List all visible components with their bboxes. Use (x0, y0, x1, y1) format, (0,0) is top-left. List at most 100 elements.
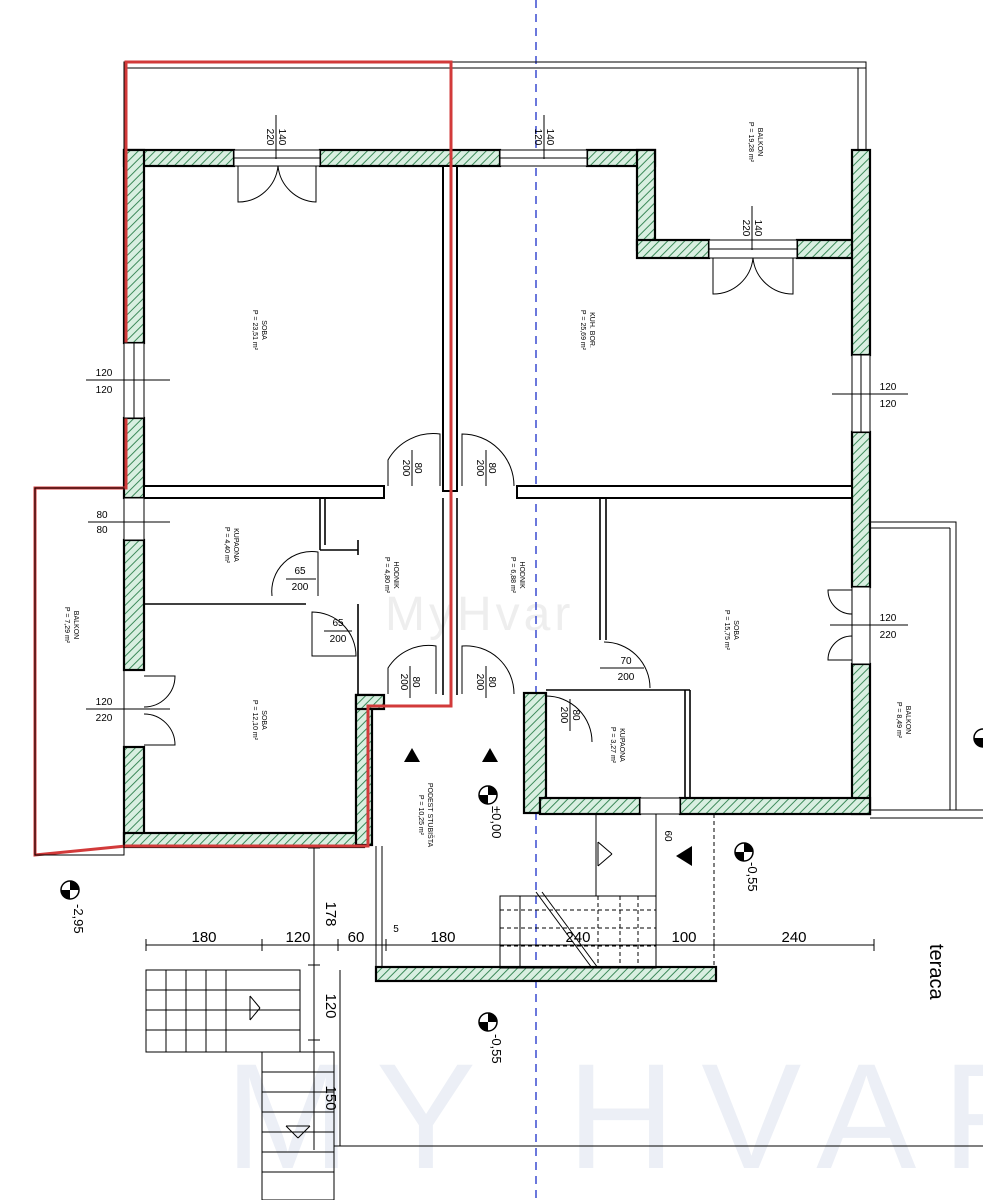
interior-walls (143, 165, 853, 798)
opening-mark: 60 (662, 830, 673, 842)
svg-text:120: 120 (880, 613, 897, 624)
svg-text:P = 7,29 m²: P = 7,29 m² (63, 607, 70, 644)
balcony-outline-top (123, 61, 867, 152)
opening-mark: 120 220 (86, 697, 170, 724)
svg-text:80: 80 (486, 462, 497, 474)
opening-mark: 140 220 (264, 115, 287, 159)
window-top-1 (233, 149, 321, 167)
opening-mark: 80 200 (474, 666, 497, 698)
svg-text:P = 3,27 m²: P = 3,27 m² (609, 727, 616, 764)
svg-text:120: 120 (880, 382, 897, 393)
room-soba-1: SOBA P = 23,51 m² (251, 310, 267, 351)
svg-text:P = 15,75 m²: P = 15,75 m² (723, 610, 730, 651)
svg-text:200: 200 (292, 582, 309, 593)
dimension-line-vertical: 178 120 150 (308, 847, 339, 1150)
opening-mark: 120 220 (830, 613, 908, 641)
dim-label: 100 (671, 929, 696, 946)
dim-label: 180 (191, 929, 216, 946)
dim-label: 180 (430, 929, 455, 946)
svg-text:BALKON: BALKON (72, 611, 79, 639)
svg-text:220: 220 (880, 630, 897, 641)
level-marker: -2,95 (60, 880, 86, 934)
level-marker: ±0,00 (478, 785, 504, 838)
svg-text:120: 120 (880, 399, 897, 410)
svg-text:70: 70 (620, 656, 632, 667)
window-balcony-door (708, 239, 798, 259)
dim-label: 60 (348, 929, 365, 946)
svg-text:P = 10,25 m²: P = 10,25 m² (417, 795, 424, 836)
svg-text:200: 200 (558, 707, 569, 724)
svg-text:200: 200 (400, 460, 411, 477)
svg-text:120: 120 (96, 697, 113, 708)
svg-text:P = 8,49 m²: P = 8,49 m² (895, 702, 902, 739)
svg-text:65: 65 (332, 618, 344, 629)
svg-text:220: 220 (96, 713, 113, 724)
room-balkon-1: BALKON P = 19,28 m² (747, 122, 763, 163)
opening-mark: 80 200 (398, 666, 421, 698)
svg-text:120: 120 (96, 385, 113, 396)
svg-text:200: 200 (474, 460, 485, 477)
svg-text:200: 200 (618, 672, 635, 683)
walls (122, 148, 872, 983)
opening-mark: 65 200 (286, 566, 316, 593)
svg-text:P = 6,88 m²: P = 6,88 m² (509, 557, 516, 594)
svg-text:KUPAONA: KUPAONA (618, 728, 625, 762)
svg-text:HODNIK: HODNIK (392, 561, 399, 589)
room-kupaona-2: KUPAONA P = 3,27 m² (609, 727, 625, 764)
svg-text:60: 60 (662, 830, 673, 842)
opening-mark: 80 200 (400, 450, 423, 486)
opening-mark: 120 120 (832, 382, 908, 410)
svg-text:KUPAONA: KUPAONA (232, 528, 239, 562)
balcony-east (869, 521, 983, 819)
level-marker: -0,55 (478, 1012, 504, 1064)
opening-mark: 70 200 (600, 656, 644, 683)
opening-mark: 80 200 (474, 450, 497, 486)
opening-mark: 80 80 (88, 510, 170, 536)
room-soba-3: SOBA P = 12,10 m² (251, 700, 267, 741)
room-kuh-bor: KUH. BOR. P = 25,69 m² (579, 310, 595, 351)
room-balkon-3: BALKON P = 8,49 m² (895, 702, 911, 739)
svg-text:SOBA: SOBA (260, 320, 267, 340)
room-hodnik-2: HODNIK P = 6,88 m² (509, 557, 525, 594)
svg-text:PODEST STUBIŠTA: PODEST STUBIŠTA (426, 783, 435, 848)
svg-text:BALKON: BALKON (756, 128, 763, 156)
svg-text:-0,55: -0,55 (745, 862, 760, 892)
svg-text:±0,00: ±0,00 (489, 806, 504, 838)
svg-text:SOBA: SOBA (732, 620, 739, 640)
svg-text:-2,95: -2,95 (71, 904, 86, 934)
svg-text:65: 65 (294, 566, 306, 577)
svg-text:140: 140 (752, 220, 763, 237)
opening-mark: 80 200 (558, 699, 581, 731)
stairs-lower (145, 969, 983, 1200)
dim-label: 178 (322, 901, 339, 926)
stairs-upper (499, 891, 657, 969)
svg-text:KUH. BOR.: KUH. BOR. (588, 312, 595, 348)
door-swings (143, 165, 853, 746)
svg-text:-0,55: -0,55 (489, 1034, 504, 1064)
room-podest: PODEST STUBIŠTA P = 10,25 m² (417, 783, 435, 848)
svg-text:140: 140 (544, 129, 555, 146)
svg-text:220: 220 (740, 220, 751, 237)
opening-mark: 120 120 (86, 368, 170, 396)
opening-mark: 140 120 (532, 115, 555, 159)
svg-text:80: 80 (570, 709, 581, 721)
svg-text:P = 23,51 m²: P = 23,51 m² (251, 310, 258, 351)
svg-text:80: 80 (96, 525, 108, 536)
terrace-label: teraca (925, 944, 947, 1000)
level-marker: -0,55 (734, 842, 760, 892)
side-windows (123, 342, 871, 815)
svg-text:P = 12,10 m²: P = 12,10 m² (251, 700, 258, 741)
room-balkon-2: BALKON P = 7,29 m² (63, 607, 79, 644)
svg-text:120: 120 (96, 368, 113, 379)
svg-text:80: 80 (412, 462, 423, 474)
opening-mark: 140 220 (740, 206, 763, 250)
svg-text:120: 120 (532, 129, 543, 146)
level-marker-partial (973, 728, 983, 748)
svg-text:SOBA: SOBA (260, 710, 267, 730)
dim-label: 5 (393, 924, 399, 935)
svg-text:80: 80 (486, 676, 497, 688)
svg-text:80: 80 (410, 676, 421, 688)
dim-label: 240 (781, 929, 806, 946)
svg-text:P = 4,40 m²: P = 4,40 m² (223, 527, 230, 564)
